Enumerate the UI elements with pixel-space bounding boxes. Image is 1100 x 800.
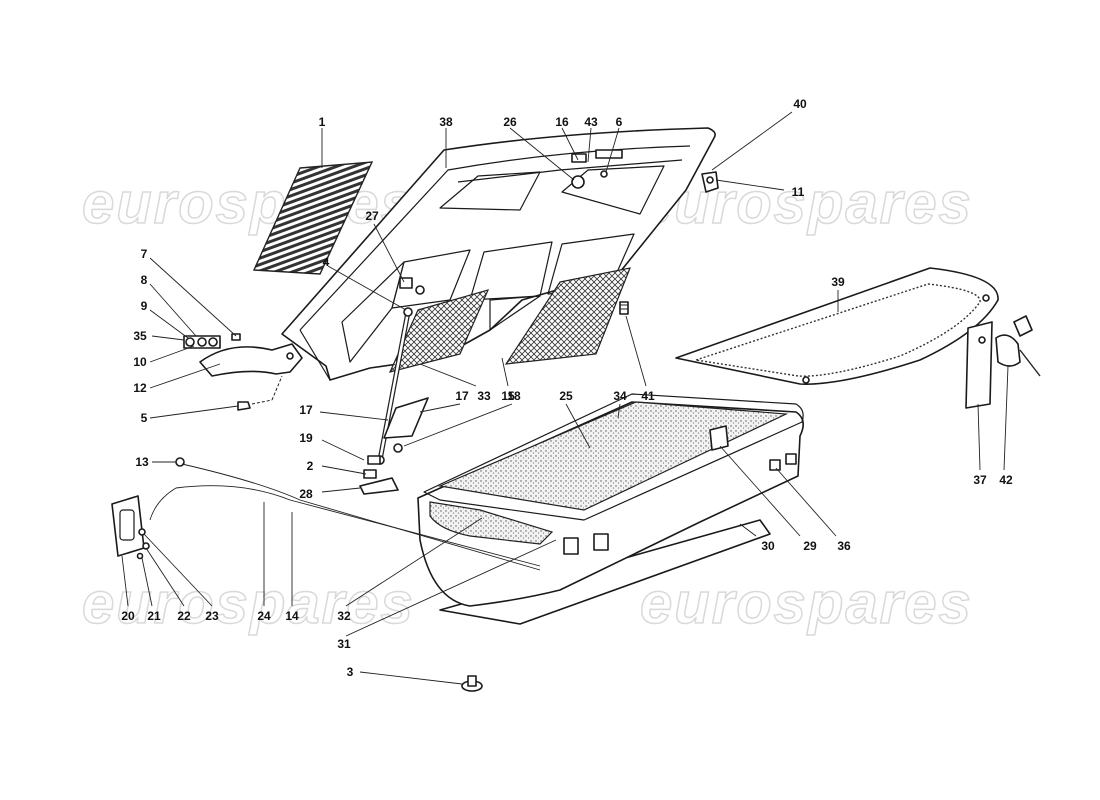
- callout-42: 42: [999, 473, 1013, 487]
- callout-30: 30: [761, 539, 775, 553]
- callout-13: 13: [135, 455, 149, 469]
- callout-24: 24: [257, 609, 271, 623]
- callout-5: 5: [141, 411, 148, 425]
- callout-20: 20: [121, 609, 135, 623]
- watermark-bottom-right: eurospares: [639, 570, 973, 637]
- callout-9: 9: [141, 299, 148, 313]
- callout-17b: 17: [299, 403, 313, 417]
- callout-35: 35: [133, 329, 147, 343]
- callout-26: 26: [503, 115, 517, 129]
- callout-36: 36: [837, 539, 851, 553]
- strut-brackets: [359, 397, 429, 495]
- callout-12: 12: [133, 381, 147, 395]
- callout-19: 19: [299, 431, 313, 445]
- callout-29: 29: [803, 539, 817, 553]
- callout-2: 2: [307, 459, 314, 473]
- callout-31: 31: [337, 637, 351, 651]
- side-bracket-actuator: [965, 315, 1041, 409]
- mesh-panel-right: [504, 267, 631, 365]
- callout-38: 38: [439, 115, 453, 129]
- luggage-compartment: [417, 393, 804, 625]
- lid-hinge: [701, 171, 719, 193]
- callout-21: 21: [147, 609, 161, 623]
- watermark-bottom-left: eurospares: [81, 570, 415, 637]
- callout-16: 16: [555, 115, 569, 129]
- louvre-grille: [252, 161, 374, 275]
- small-spring: [619, 301, 629, 315]
- callout-8: 8: [141, 273, 148, 287]
- callout-1: 1: [319, 115, 326, 129]
- callout-25: 25: [559, 389, 573, 403]
- callout-10: 10: [133, 355, 147, 369]
- lid-support-arm: [183, 333, 303, 411]
- callout-40: 40: [793, 97, 807, 111]
- leader-lines: [121, 111, 1009, 685]
- callout-3: 3: [347, 665, 354, 679]
- callout-4: 4: [323, 255, 330, 269]
- callout-15: 15: [501, 389, 515, 403]
- callout-27: 27: [365, 209, 379, 223]
- callout-11: 11: [792, 185, 805, 199]
- callout-labels: 1 38 26 16 43 6 40 11 27 4 7 8 9 35 10 1…: [121, 97, 1013, 679]
- callout-28: 28: [299, 487, 313, 501]
- push-clip: [461, 675, 483, 692]
- callout-22: 22: [177, 609, 191, 623]
- callout-23: 23: [205, 609, 219, 623]
- callout-33: 33: [477, 389, 491, 403]
- lid-lock-parts: [399, 149, 623, 295]
- watermark-top-right: eurospares: [639, 170, 973, 237]
- callout-17a: 17: [455, 389, 469, 403]
- callout-37: 37: [973, 473, 987, 487]
- callout-39: 39: [831, 275, 845, 289]
- release-handle: [111, 495, 150, 560]
- callout-34: 34: [613, 389, 627, 403]
- callout-18: 18: [507, 389, 521, 403]
- callout-14: 14: [285, 609, 299, 623]
- callout-7: 7: [141, 247, 148, 261]
- callout-43: 43: [584, 115, 598, 129]
- engine-lid: [281, 127, 716, 381]
- rear-cover-panel: [675, 267, 999, 385]
- release-cable: [149, 457, 541, 571]
- callout-6: 6: [616, 115, 623, 129]
- callout-32: 32: [337, 609, 351, 623]
- callout-41: 41: [641, 389, 655, 403]
